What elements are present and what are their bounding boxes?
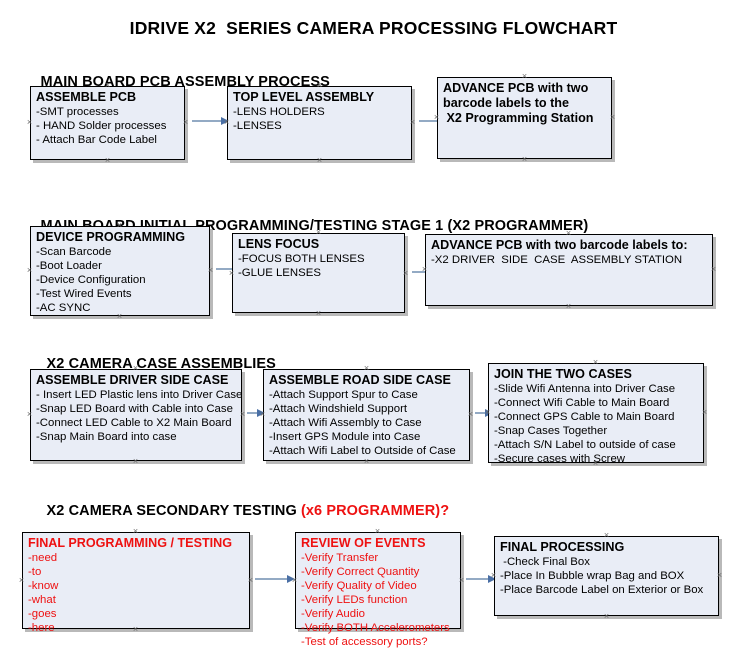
node-line: -to xyxy=(28,566,42,578)
node-line: -Slide Wifi Antenna into Driver Case xyxy=(494,383,676,395)
node-lens-focus[interactable]: LENS FOCUS -FOCUS BOTH LENSES -GLUE LENS… xyxy=(232,233,405,313)
node-line: - HAND Solder processes xyxy=(36,120,167,132)
node-line: -Connect GPS Cable to Main Board xyxy=(494,411,675,423)
node-title: REVIEW OF EVENTS xyxy=(301,536,426,550)
node-title: ADVANCE PCB with two barcode labels to: xyxy=(431,238,688,252)
node-final-processing[interactable]: FINAL PROCESSING -Check Final Box -Place… xyxy=(494,536,719,616)
section-header-accent: (x6 PROGRAMMER)? xyxy=(300,503,450,519)
node-final-programming-testing[interactable]: FINAL PROGRAMMING / TESTING -need -to -k… xyxy=(22,532,250,634)
node-line: -Boot Loader xyxy=(36,260,102,272)
section-header-text: X2 CAMERA SECONDARY TESTING xyxy=(46,503,301,519)
arrow-shaft xyxy=(412,271,435,273)
node-line: -Insert GPS Module into Case xyxy=(269,431,421,443)
node-line: -here xyxy=(28,622,55,634)
node-line: -AC SYNC xyxy=(36,302,91,314)
connector-arrow-assemble-pcb-to-top-level xyxy=(192,117,229,126)
arrow-shaft xyxy=(475,412,486,414)
node-assemble-driver-side-case[interactable]: ASSEMBLE DRIVER SIDE CASE - Insert LED P… xyxy=(30,369,242,461)
node-line: -LENS HOLDERS xyxy=(233,106,325,118)
node-line: -Attach Support Spur to Case xyxy=(269,389,418,401)
node-line: -Connect LED Cable to X2 Main Board xyxy=(36,417,232,429)
node-line: - Attach Bar Code Label xyxy=(36,134,157,146)
node-line: -Check Final Box xyxy=(500,556,590,568)
node-line: -SMT processes xyxy=(36,106,119,118)
node-title-line2: barcode labels to the xyxy=(443,96,569,110)
connector-arrow-final-programming-to-review xyxy=(255,575,295,584)
arrow-head-icon xyxy=(488,575,496,583)
node-line: -Verify Correct Quantity xyxy=(301,566,420,578)
node-title: JOIN THE TWO CASES xyxy=(494,367,632,381)
node-title: DEVICE PROGRAMMING xyxy=(36,230,186,244)
node-title: FINAL PROCESSING xyxy=(500,540,625,554)
node-line: -Verify LEDs function xyxy=(301,594,408,606)
arrow-shaft xyxy=(419,120,449,122)
node-line: -Verify BOTH Accelerometers xyxy=(301,622,450,634)
node-line: -Secure cases with Screw xyxy=(494,453,626,465)
node-line: -Place In Bubble wrap Bag and BOX xyxy=(500,570,685,582)
node-line: -LENSES xyxy=(233,120,282,132)
node-line-overflow: -Test of accessory ports? xyxy=(301,636,428,648)
node-line: -Verify Transfer xyxy=(301,552,379,564)
node-line: - Insert LED Plastic lens into Driver Ca… xyxy=(36,389,243,401)
section-header-x2-camera-secondary-testing: X2 CAMERA SECONDARY TESTING (x6 PROGRAMM… xyxy=(30,487,450,535)
node-line: -Connect Wifi Cable to Main Board xyxy=(494,397,670,409)
node-line: -Verify Quality of Video xyxy=(301,580,417,592)
node-advance-pcb-programming-station[interactable]: ADVANCE PCB with two barcode labels to t… xyxy=(437,77,612,159)
node-advance-pcb-driver-side[interactable]: ADVANCE PCB with two barcode labels to: … xyxy=(425,234,713,306)
node-title: ASSEMBLE DRIVER SIDE CASE xyxy=(36,373,229,387)
node-line: -know xyxy=(28,580,59,592)
node-line: -Attach S/N Label to outside of case xyxy=(494,439,676,451)
node-line: -goes xyxy=(28,608,57,620)
node-line: -Attach Wifi Assembly to Case xyxy=(269,417,422,429)
node-line: -Snap Cases Together xyxy=(494,425,608,437)
node-review-of-events[interactable]: REVIEW OF EVENTS -Verify Transfer -Verif… xyxy=(295,532,461,648)
node-line: -Test Wired Events xyxy=(36,288,132,300)
arrow-shaft xyxy=(192,120,222,122)
node-line: -Verify Audio xyxy=(301,608,365,620)
node-line: -Attach Wifi Label to Outside of Case xyxy=(269,445,456,457)
node-top-level-assembly[interactable]: TOP LEVEL ASSEMBLY -LENS HOLDERS -LENSES xyxy=(227,86,412,160)
node-assemble-road-side-case[interactable]: ASSEMBLE ROAD SIDE CASE -Attach Support … xyxy=(263,369,470,461)
node-line: -Snap LED Board with Cable into Case xyxy=(36,403,233,415)
node-title: TOP LEVEL ASSEMBLY xyxy=(233,90,375,104)
node-line: -Scan Barcode xyxy=(36,246,112,258)
connector-arrow-review-to-final-processing xyxy=(466,575,496,584)
arrow-shaft xyxy=(255,578,288,580)
section-header-text: X2 CAMERA CASE ASSEMBLIES xyxy=(46,356,276,372)
node-line: -Place Barcode Label on Exterior or Box xyxy=(500,584,704,596)
arrow-shaft xyxy=(466,578,489,580)
node-device-programming[interactable]: DEVICE PROGRAMMING -Scan Barcode -Boot L… xyxy=(30,226,210,316)
node-line: -X2 DRIVER SIDE CASE ASSEMBLY STATION xyxy=(431,254,683,266)
node-title: ADVANCE PCB with two xyxy=(443,81,589,95)
node-line: -FOCUS BOTH LENSES xyxy=(238,253,365,265)
page-title: IDRIVE X2 SERIES CAMERA PROCESSING FLOWC… xyxy=(129,18,618,38)
node-line: -Snap Main Board into case xyxy=(36,431,177,443)
node-line: -need xyxy=(28,552,58,564)
node-title-line3: X2 Programming Station xyxy=(443,111,594,125)
node-assemble-pcb[interactable]: ASSEMBLE PCB -SMT processes - HAND Solde… xyxy=(30,86,185,160)
node-line: -Attach Windshield Support xyxy=(269,403,408,415)
node-title: ASSEMBLE PCB xyxy=(36,90,137,104)
arrow-head-icon xyxy=(221,117,229,125)
arrow-shaft xyxy=(247,412,258,414)
node-title: ASSEMBLE ROAD SIDE CASE xyxy=(269,373,451,387)
node-line: -GLUE LENSES xyxy=(238,267,321,279)
section-header-x2-camera-case-assemblies: X2 CAMERA CASE ASSEMBLIES xyxy=(30,340,276,388)
arrow-head-icon xyxy=(257,409,265,417)
connector-arrow-driver-case-to-road-case xyxy=(247,409,265,418)
node-title: LENS FOCUS xyxy=(238,237,320,251)
arrow-head-icon xyxy=(287,575,295,583)
node-line: -Device Configuration xyxy=(36,274,146,286)
node-join-the-two-cases[interactable]: JOIN THE TWO CASES -Slide Wifi Antenna i… xyxy=(488,363,704,465)
node-line: -what xyxy=(28,594,56,606)
arrow-shaft xyxy=(216,268,235,270)
node-title: FINAL PROGRAMMING / TESTING xyxy=(28,536,233,550)
